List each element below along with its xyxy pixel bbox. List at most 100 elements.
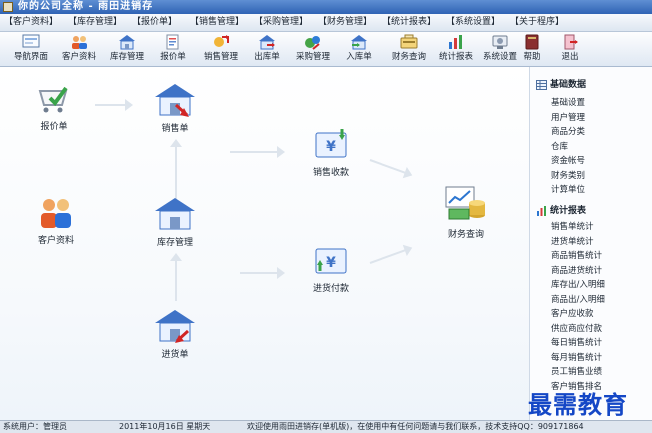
report-link-0[interactable]: 销售单统计 [551,222,594,232]
basic-data-link-6[interactable]: 计算单位 [551,185,586,195]
toolbar-quote-label: 报价单 [160,52,186,62]
yuan-payment-icon: ¥ [315,248,347,274]
flow-arrow [170,139,182,199]
warehouse-icon [155,198,195,230]
flow-arrow [369,157,415,182]
customer-icon [72,36,87,49]
report-link-10[interactable]: 员工销售业绩 [551,367,603,377]
toolbar-outbound-button[interactable]: 出库单 [242,33,292,64]
toolbar-exit-button[interactable]: 退出 [545,33,595,64]
report-section-title: 统计报表 [536,203,586,216]
menu-purchase[interactable]: 【采购管理】 [254,17,309,27]
toolbar-help-label: 帮助 [523,52,541,62]
inbound-icon [351,35,367,50]
toolbar-navigation-button[interactable]: 导航界面 [6,33,56,64]
toolbar-navigation-label: 导航界面 [13,52,48,62]
toolbar-inbound-button[interactable]: 入库单 [334,33,384,64]
sales-order-label: 销售单 [161,124,189,134]
watermark-text: 最需教育 [528,390,628,419]
report-link-5[interactable]: 商品出/入明细 [551,294,605,305]
basic-data-link-3[interactable]: 仓库 [551,141,569,152]
report-link-6[interactable]: 客户应收款 [551,309,594,319]
quote-label: 报价单 [40,122,68,132]
report-link-3[interactable]: 商品进货统计 [551,265,603,276]
finance-node[interactable]: 财务查询 [431,183,501,240]
toolbar-quote-button[interactable]: 报价单 [148,33,198,64]
report-link-7[interactable]: 供应商应付款 [551,323,603,334]
flow-arrow [230,146,285,158]
svg-text:¥: ¥ [326,139,336,155]
menu-quote[interactable]: 【报价单】 [132,17,178,27]
sales-house-icon [155,84,195,117]
menu-about[interactable]: 【关于程序】 [510,17,565,27]
report-link-2[interactable]: 商品销售统计 [551,251,603,261]
quote-node[interactable]: 报价单 [19,83,89,132]
quick-links-panel: 基础数据 基础设置用户管理商品分类仓库资金帐号财务类别计算单位 统计报表 销售单… [529,67,652,420]
navigation-icon [22,34,40,48]
shopping-cart-icon [38,86,68,113]
toolbar-customer-button[interactable]: 客户资料 [54,33,104,64]
inventory-node[interactable]: 库存管理 [140,195,210,248]
navigation-canvas: 报价单 销售单 客户资料 库存管理 进货单 ¥ 销售收款 ¥ 进货付款 财务查询 [0,67,529,420]
toolbar-customer-label: 客户资料 [61,52,96,62]
basic-data-link-4[interactable]: 资金帐号 [551,156,586,166]
basic-data-link-2[interactable]: 商品分类 [551,127,586,137]
finance-icon [400,34,418,49]
title-bar: 你的公司全称 - 雨田进销存 [0,0,652,14]
purchase-order-node[interactable]: 进货单 [140,307,210,360]
svg-text:¥: ¥ [326,255,336,271]
menu-bar: 【客户资料】 【库存管理】 【报价单】 【销售管理】 【采购管理】 【财务管理】… [0,14,652,32]
toolbar-inventory-button[interactable]: 库存管理 [102,33,152,64]
purchase-payment-node[interactable]: ¥ 进货付款 [296,243,366,294]
flow-arrow [240,267,285,279]
bar-chart-icon [536,205,547,216]
finance-coins-icon [445,186,485,220]
toolbar-sales-button[interactable]: 销售管理 [196,33,246,64]
menu-finance[interactable]: 【财务管理】 [318,17,373,27]
flow-arrow [170,253,182,301]
toolbar-help-button[interactable]: 帮助 [507,33,557,64]
report-link-4[interactable]: 库存出/入明细 [551,280,605,290]
menu-sales[interactable]: 【销售管理】 [190,17,245,27]
toolbar-inventory-label: 库存管理 [109,52,144,62]
toolbar-sales-label: 销售管理 [203,52,238,62]
customer-node[interactable]: 客户资料 [21,195,91,246]
toolbar: 导航界面 客户资料 库存管理 报价单 销售管理 出库单 采购管理 入库单 财务查… [0,32,652,67]
purchase-payment-label: 进货付款 [312,284,349,294]
toolbar-settings-button[interactable]: 系统设置 [475,33,525,64]
purchase-house-icon [155,310,195,343]
sales-order-node[interactable]: 销售单 [140,81,210,134]
status-message: 欢迎使用雨田进销存(单机版)，在使用中有任何问题请与我们联系，技术支持QQ：90… [247,422,584,431]
customer-icon [41,199,71,228]
toolbar-finance-button[interactable]: 财务查询 [384,33,434,64]
report-link-9[interactable]: 每月销售统计 [551,352,603,363]
basic-data-link-5[interactable]: 财务类别 [551,170,586,181]
table-icon [536,79,547,90]
toolbar-report-label: 统计报表 [438,52,473,62]
menu-inventory[interactable]: 【库存管理】 [68,17,123,27]
report-title: 统计报表 [550,206,587,216]
basic-data-link-1[interactable]: 用户管理 [551,112,586,123]
customer-label: 客户资料 [37,236,74,246]
toolbar-exit-label: 退出 [561,52,579,62]
basic-data-link-0[interactable]: 基础设置 [551,98,586,108]
menu-reports[interactable]: 【统计报表】 [382,17,437,27]
status-bar: 系统用户：管理员 2011年10月16日 星期天 欢迎使用雨田进销存(单机版)，… [0,420,652,433]
report-link-8[interactable]: 每日销售统计 [551,338,603,348]
app-icon [3,2,13,12]
toolbar-finance-label: 财务查询 [391,52,426,62]
toolbar-inbound-label: 入库单 [346,52,372,62]
toolbar-report-button[interactable]: 统计报表 [431,33,481,64]
basic-data-section-title: 基础数据 [536,77,586,90]
menu-settings[interactable]: 【系统设置】 [446,17,501,27]
report-link-11[interactable]: 客户销售排名 [551,381,603,392]
toolbar-purchase-button[interactable]: 采购管理 [288,33,338,64]
flow-arrow [369,241,415,266]
sales-receipt-node[interactable]: ¥ 销售收款 [296,127,366,178]
menu-customer[interactable]: 【客户资料】 [4,17,59,27]
flow-arrow [95,99,133,111]
inventory-icon [119,35,135,50]
toolbar-purchase-label: 采购管理 [295,52,330,62]
yuan-receipt-icon: ¥ [315,129,347,158]
report-link-1[interactable]: 进货单统计 [551,236,594,247]
